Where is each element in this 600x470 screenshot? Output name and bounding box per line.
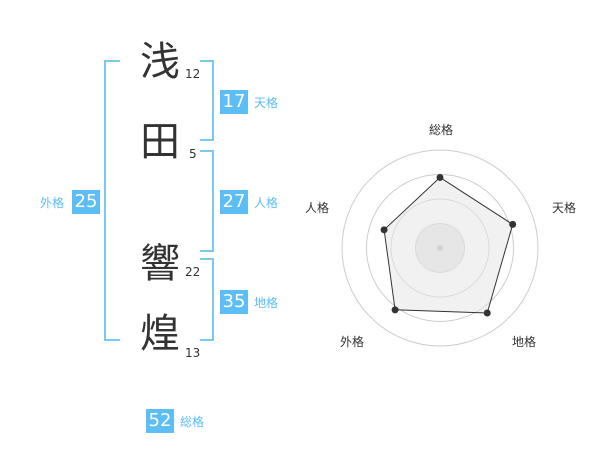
stroke-count-4: 13 (185, 346, 201, 360)
tenkaku-value: 17 (220, 90, 248, 114)
radar-axis-label-tenkaku: 天格 (552, 200, 576, 215)
radar-point-1 (436, 173, 444, 181)
radar-axis-label-soukaku: 総格 (429, 122, 453, 137)
tenkaku-bracket (200, 60, 214, 141)
stroke-count-2: 5 (189, 147, 197, 161)
jinkaku-label: 人格 (254, 196, 279, 210)
jinkaku-bracket (200, 150, 214, 252)
radar-axis-label-jinkaku: 人格 (305, 200, 329, 215)
radar-axis-label-chikaku: 地格 (512, 334, 536, 349)
name-char-3: 響 (140, 241, 180, 287)
soukaku-label: 総格 (180, 415, 205, 429)
gaikaku-bracket (104, 60, 120, 341)
stroke-count-1: 12 (185, 67, 201, 81)
radar-point-2 (509, 220, 517, 228)
name-char-4: 煌 (140, 311, 180, 357)
radar-grid-ring (341, 149, 539, 347)
gaikaku-value: 25 (72, 190, 100, 214)
chikaku-value: 35 (220, 290, 248, 314)
radar-point-4 (391, 306, 399, 314)
radar-point-5 (380, 226, 388, 234)
radar-axis-label-gaikaku: 外格 (340, 334, 364, 349)
soukaku-value: 52 (146, 409, 174, 433)
stroke-count-3: 22 (185, 265, 201, 279)
chikaku-bracket (200, 258, 214, 341)
name-char-1: 浅 (140, 39, 180, 85)
tenkaku-label: 天格 (254, 96, 279, 110)
gaikaku-label: 外格 (40, 196, 65, 210)
radar-point-3 (483, 309, 491, 317)
jinkaku-value: 27 (220, 190, 248, 214)
radar-series (383, 176, 514, 314)
chikaku-label: 地格 (254, 296, 279, 310)
name-char-2: 田 (140, 119, 180, 165)
